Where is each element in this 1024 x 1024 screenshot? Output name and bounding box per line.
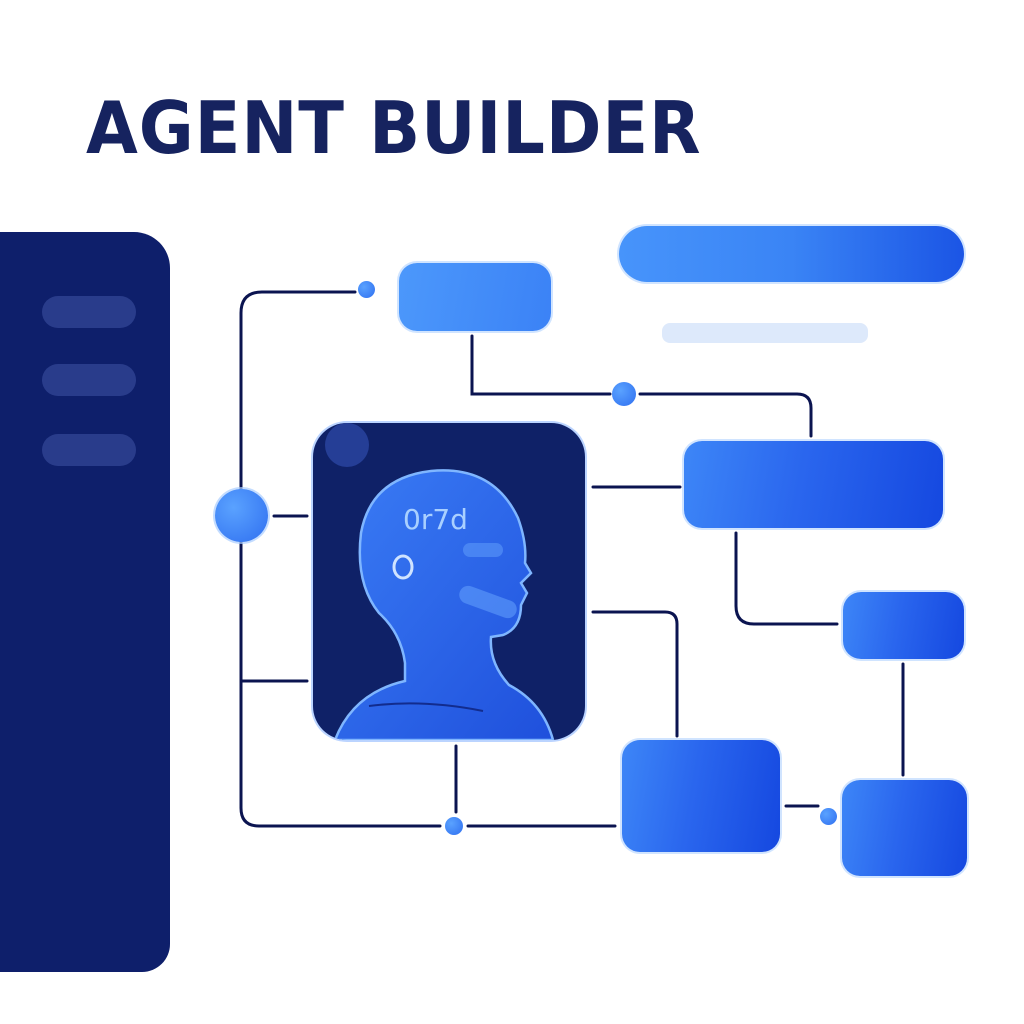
process-node[interactable] (684, 441, 943, 528)
sidebar-item-2[interactable] (42, 364, 136, 396)
subheader-bar (662, 323, 868, 343)
tool-node[interactable] (843, 592, 964, 659)
start-node-dot[interactable] (215, 489, 268, 542)
memory-node[interactable] (622, 740, 780, 852)
input-node[interactable] (399, 263, 551, 331)
connector-dot[interactable] (820, 808, 837, 825)
header-bar[interactable] (619, 226, 964, 282)
connector-dot[interactable] (358, 281, 375, 298)
sidebar-item-1[interactable] (42, 296, 136, 328)
agent-head-icon: 0r7d (325, 423, 555, 740)
sidebar (0, 232, 170, 972)
connector-dot[interactable] (612, 382, 636, 406)
output-node[interactable] (842, 780, 967, 876)
head-glyphs: 0r7d (403, 503, 468, 536)
agent-card[interactable]: 0r7d (313, 423, 585, 740)
connector-dot[interactable] (445, 817, 463, 835)
sidebar-item-3[interactable] (42, 434, 136, 466)
page-title: AGENT BUILDER (86, 86, 702, 170)
